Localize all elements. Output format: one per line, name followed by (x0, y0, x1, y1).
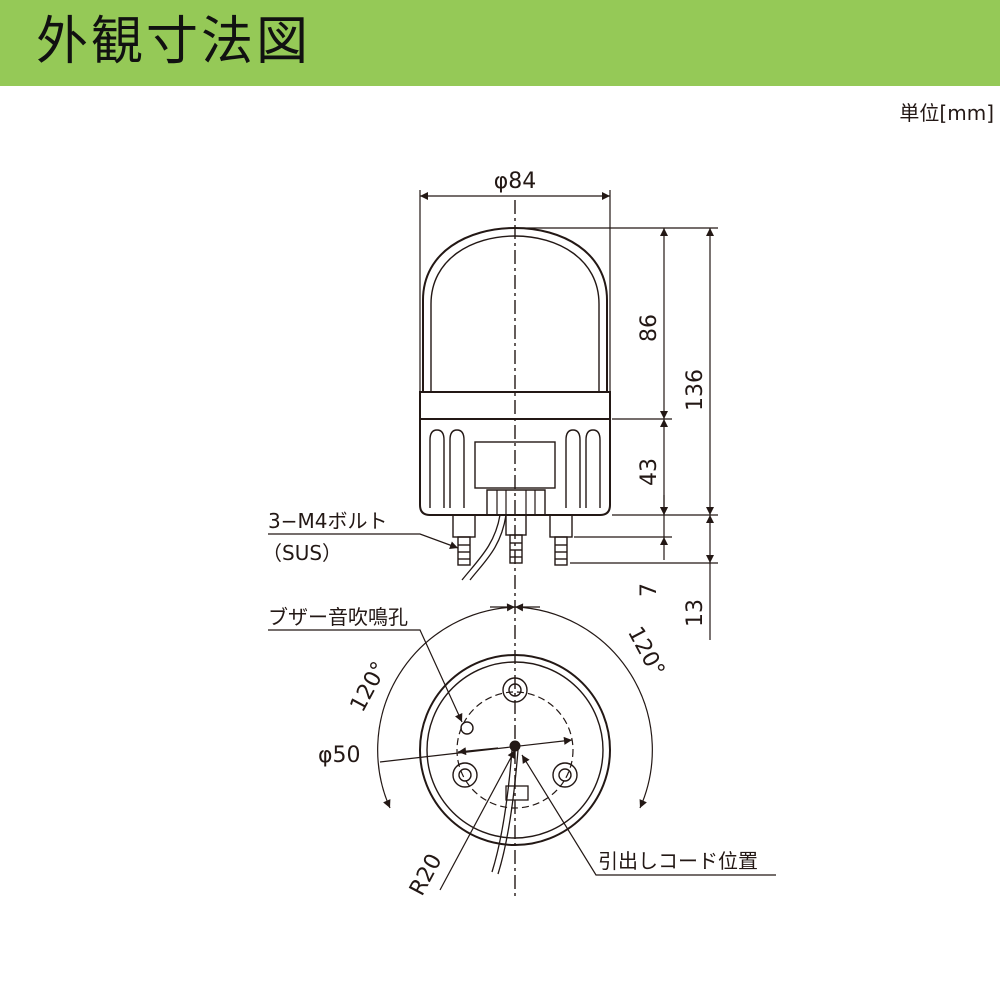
dim-bolt-length-label: 7 (637, 583, 662, 597)
bolt-hole-right (552, 762, 578, 788)
cord-wire-2 (469, 514, 507, 581)
angle-arc-left (377, 603, 516, 809)
cord-clamp (505, 785, 529, 801)
dim-diameter-top (419, 190, 611, 392)
side-view (419, 226, 611, 581)
cord-wire-1 (461, 514, 501, 581)
callout-bolt-leader (268, 533, 459, 549)
callout-cord-leader (521, 754, 776, 876)
dim-extension-lines (515, 227, 718, 564)
bolt-hole-left (452, 762, 478, 788)
bolt-right (549, 514, 573, 566)
dim-diameter-top-label: φ84 (494, 169, 537, 194)
callout-buzzer-hole: ブザー音吹鳴孔 (268, 605, 408, 629)
dim-total-height-label: 136 (683, 369, 708, 411)
cord-out-1 (491, 749, 513, 873)
dim-dome-height-label: 86 (637, 314, 662, 342)
ribs-left (429, 429, 465, 508)
bolt-center (505, 514, 527, 564)
callout-bolt-spec: 3−M4ボルト (268, 509, 387, 533)
dim-pcd-label: φ50 (318, 743, 361, 768)
callout-cord-position: 引出しコード位置 (598, 849, 758, 873)
page-title: 外観寸法図 (36, 12, 312, 72)
bolt-left (452, 514, 476, 566)
callout-bolt-material: （SUS） (262, 541, 342, 565)
callout-buzzer-leader (268, 629, 463, 723)
dim-radius-line (439, 749, 516, 891)
angle-arc-right (514, 603, 653, 809)
dim-radius-label: R20 (405, 850, 447, 900)
dim-stud-length-label: 13 (683, 599, 708, 627)
cord-housing (486, 489, 546, 515)
angle-left-label: 120° (346, 658, 393, 717)
dim-base-height-label: 43 (637, 458, 662, 486)
buzzer-hole (460, 721, 474, 735)
unit-label: 単位[mm] (899, 101, 994, 125)
header-bar: 外観寸法図 (0, 0, 1000, 86)
ribs-right (565, 429, 601, 508)
dim-pcd-line (379, 736, 573, 763)
